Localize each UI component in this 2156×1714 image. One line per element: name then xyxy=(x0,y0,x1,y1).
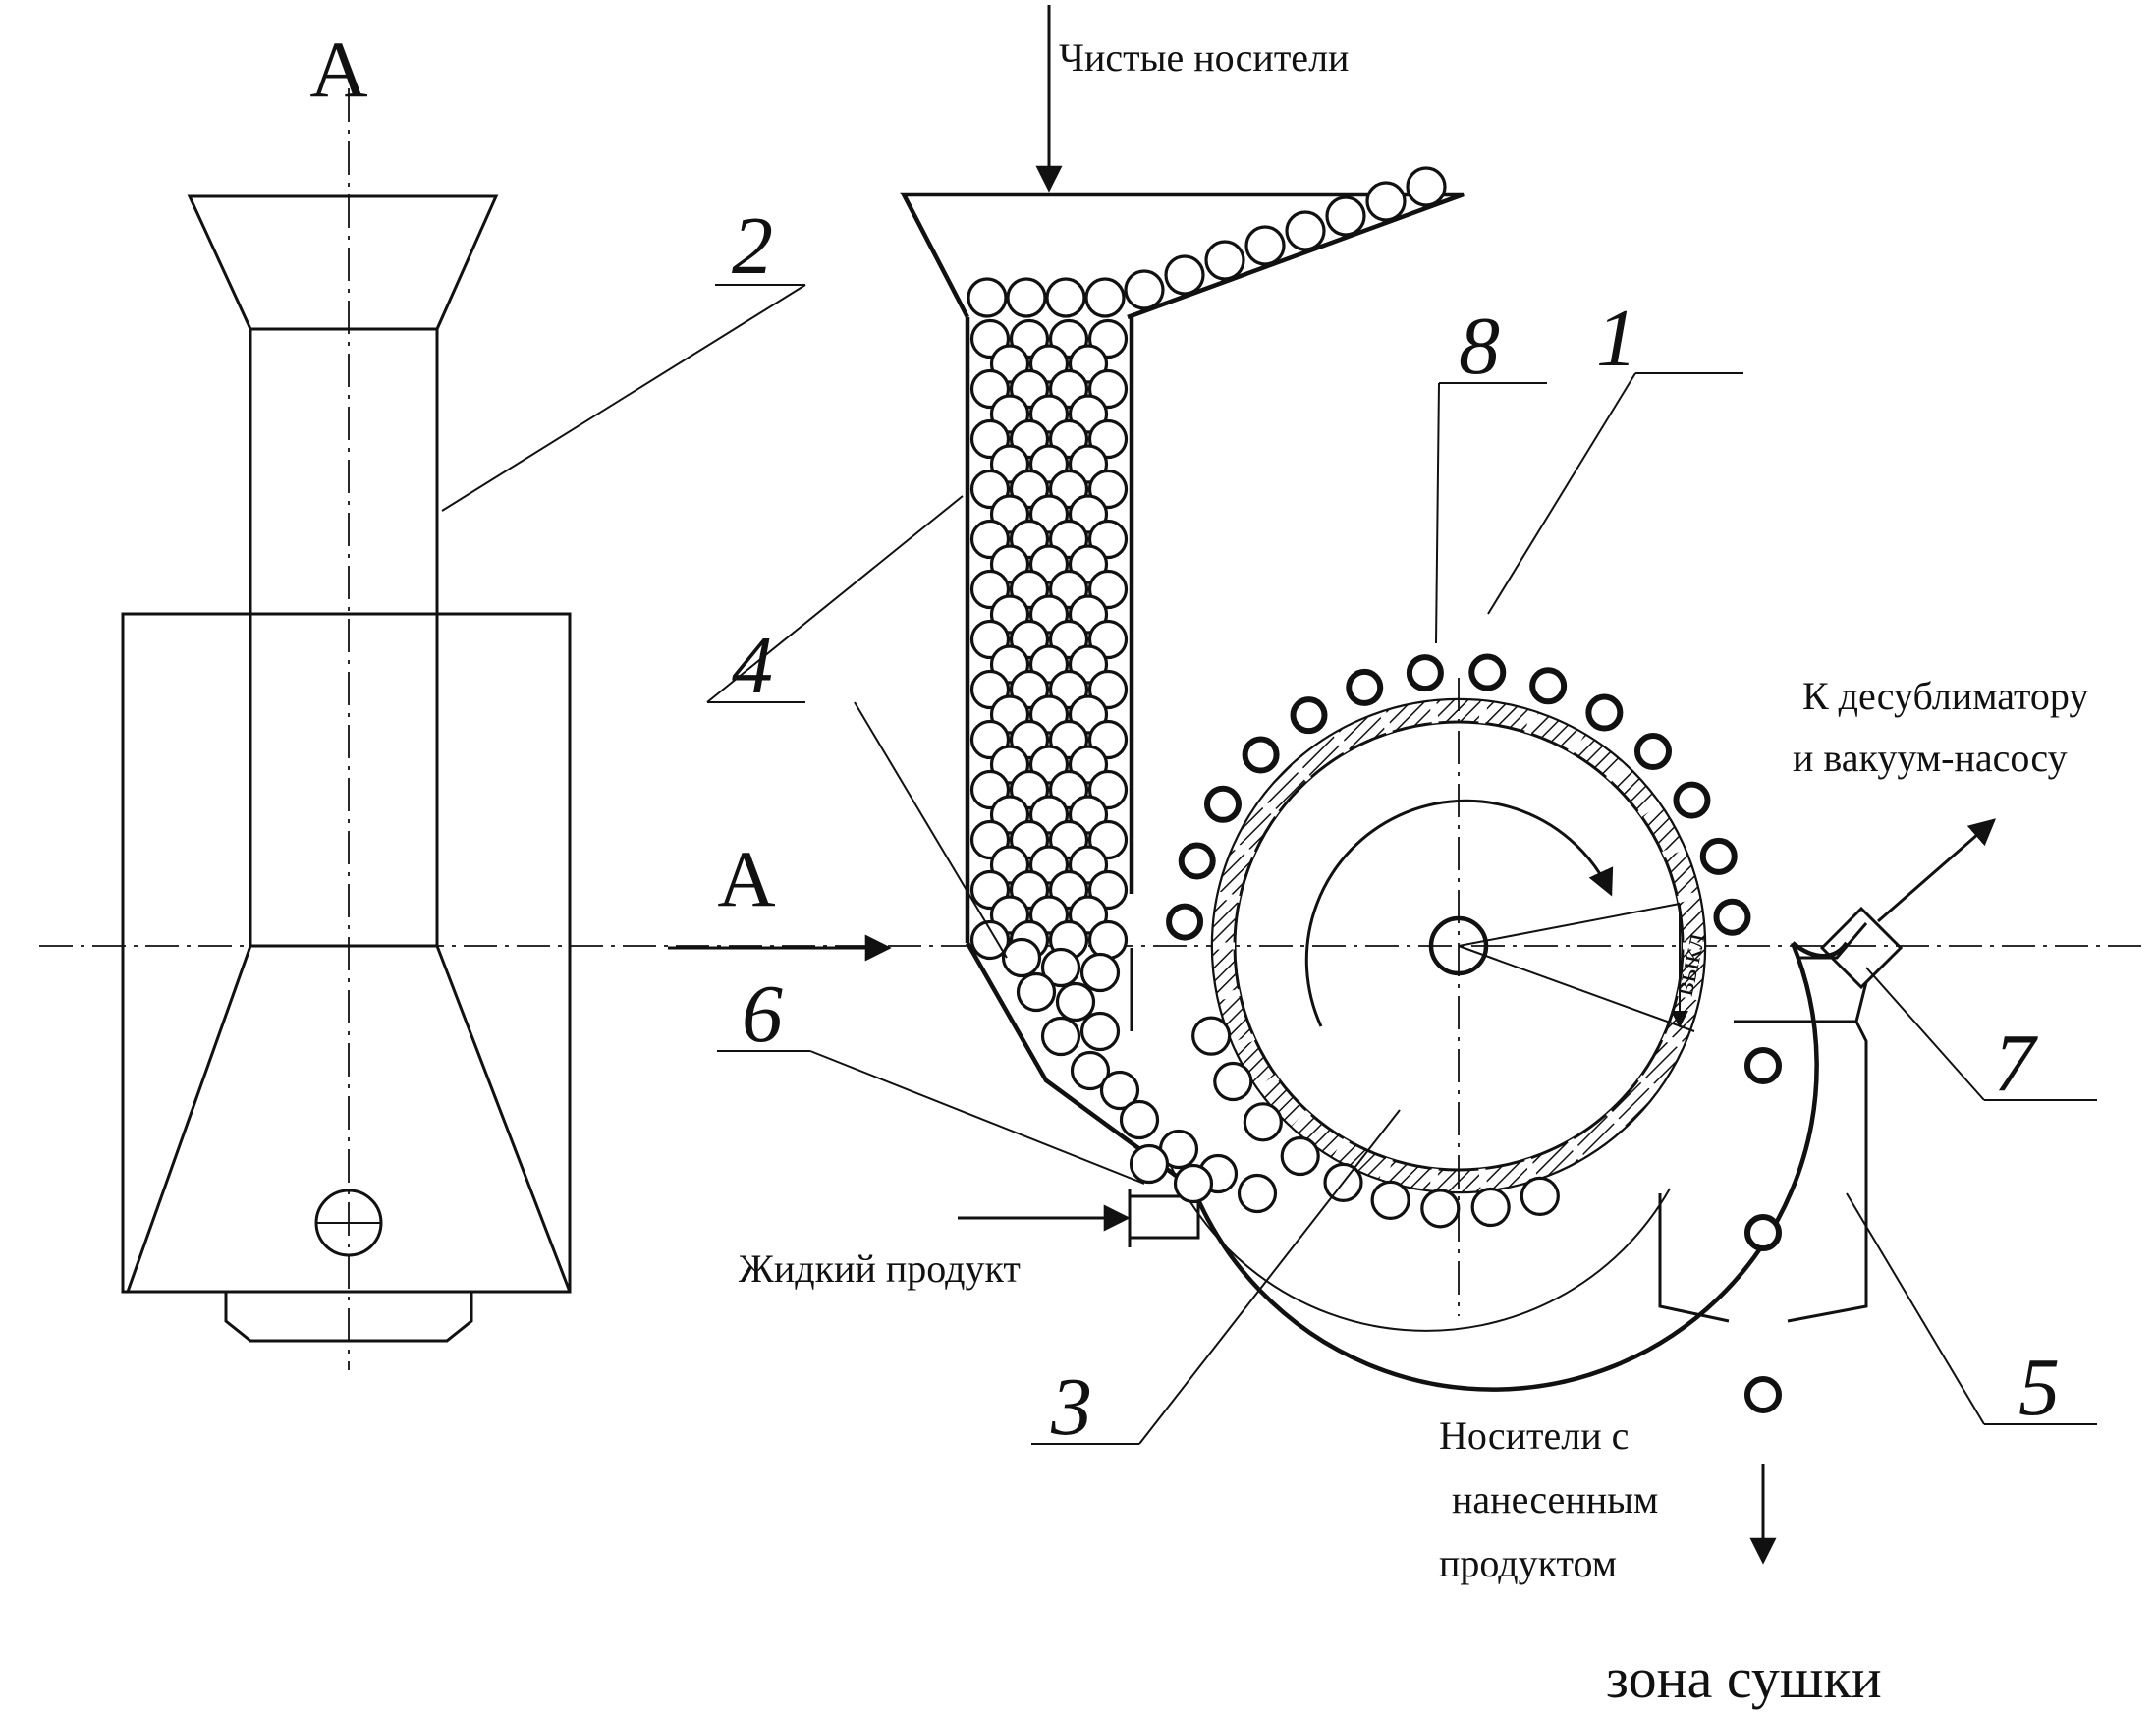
carrier-ball xyxy=(1058,984,1094,1021)
carrier-ball xyxy=(1703,841,1735,872)
ring-perforation xyxy=(1678,895,1699,900)
carrier-ball xyxy=(1086,279,1124,316)
label-to-desublimator-2: и вакуум-насосу xyxy=(1793,736,2068,780)
carrier-ball xyxy=(1169,907,1200,938)
label-to-desublimator-1: К десублиматору xyxy=(1802,674,2088,718)
leader-2 xyxy=(442,285,805,511)
ring-perforation xyxy=(1218,992,1240,997)
label-clean-carriers: Чистые носители xyxy=(1059,35,1349,80)
carrier-balls xyxy=(968,168,1779,1410)
ring-perforation xyxy=(1433,701,1435,723)
carrier-ball xyxy=(1132,1146,1168,1183)
carrier-ball xyxy=(1245,739,1277,770)
carrier-ball xyxy=(1747,1050,1779,1081)
sector-line-lower xyxy=(1459,946,1694,1031)
label-coated-3: продуктом xyxy=(1439,1541,1617,1585)
carrier-ball xyxy=(1408,168,1445,205)
carrier-ball xyxy=(1282,1138,1318,1175)
carrier-ball xyxy=(1294,699,1325,731)
carrier-ball xyxy=(1367,183,1405,220)
carrier-ball xyxy=(1008,279,1045,316)
carrier-ball xyxy=(1716,902,1747,933)
feed-channel-side xyxy=(250,329,437,946)
carrier-ball xyxy=(1747,1217,1779,1248)
carrier-ball xyxy=(1206,242,1244,279)
carrier-ball xyxy=(1047,279,1084,316)
label-drying-zone: зона сушки xyxy=(1606,1646,1882,1710)
label-off: выкл xyxy=(1667,930,1712,998)
carrier-ball xyxy=(1240,1176,1276,1212)
carrier-ball xyxy=(1244,1104,1281,1140)
vacuum-nozzle xyxy=(1822,909,1901,987)
part-number-2: 2 xyxy=(732,200,773,292)
sector-line-upper xyxy=(1459,904,1680,946)
carrier-ball xyxy=(1090,922,1127,959)
carrier-ball xyxy=(968,279,1006,316)
carrier-ball xyxy=(1637,736,1669,767)
carrier-ball xyxy=(1471,657,1503,689)
carrier-ball xyxy=(1410,657,1441,689)
leader-5 xyxy=(1847,1193,1984,1424)
carrier-ball xyxy=(1082,1014,1119,1050)
carrier-ball xyxy=(1215,1064,1251,1100)
part-number-1: 1 xyxy=(1596,293,1637,384)
section-label-arrow: A xyxy=(717,834,775,923)
discharge-chute-left xyxy=(1660,1193,1729,1321)
hopper-funnel-side xyxy=(190,196,496,329)
carrier-ball xyxy=(1019,974,1055,1011)
carrier-ball xyxy=(1521,1178,1558,1214)
carrier-ball xyxy=(1327,197,1364,235)
ring-perforation xyxy=(1482,1169,1484,1190)
carrier-ball xyxy=(1349,672,1380,703)
ring-perforation xyxy=(1482,701,1484,723)
carrier-ball xyxy=(1246,227,1284,264)
carrier-ball xyxy=(1182,845,1213,876)
leader-1 xyxy=(1488,373,1635,614)
carrier-ball xyxy=(1207,789,1239,820)
part-number-6: 6 xyxy=(742,968,783,1060)
carrier-ball xyxy=(1004,940,1040,976)
part-number-7: 7 xyxy=(1994,1018,2038,1109)
carrier-ball xyxy=(1472,1189,1509,1226)
part-number-5: 5 xyxy=(2018,1342,2060,1433)
leader-7 xyxy=(1866,968,1984,1100)
part-number-4: 4 xyxy=(732,620,773,711)
main-view xyxy=(668,5,2097,1562)
label-coated-2: нанесенным xyxy=(1452,1477,1658,1521)
carrier-ball xyxy=(1747,1379,1779,1410)
ring-perforation xyxy=(1218,895,1240,900)
carrier-ball xyxy=(1082,955,1119,991)
carrier-ball xyxy=(1372,1182,1409,1218)
carrier-ball xyxy=(1422,1190,1459,1227)
part-number-8: 8 xyxy=(1459,301,1500,392)
carrier-ball xyxy=(1166,256,1203,294)
label-liquid-product: Жидкий продукт xyxy=(739,1246,1021,1291)
part-number-3: 3 xyxy=(1050,1361,1092,1453)
taper-left xyxy=(128,946,250,1292)
carrier-ball xyxy=(1176,1166,1212,1202)
vacuum-arrow xyxy=(1878,820,1994,921)
taper-right xyxy=(437,946,570,1292)
carrier-ball xyxy=(1193,1018,1230,1054)
carrier-ball xyxy=(1287,212,1324,249)
label-coated-1: Носители с xyxy=(1439,1413,1629,1458)
carrier-ball xyxy=(1126,271,1163,308)
carrier-ball xyxy=(1588,697,1620,729)
section-label-top: A xyxy=(309,25,367,114)
ring-perforation xyxy=(1433,1169,1435,1190)
carrier-ball xyxy=(1122,1102,1158,1138)
carrier-ball xyxy=(1043,1019,1079,1055)
carrier-ball xyxy=(1532,670,1564,701)
leader-8 xyxy=(1436,383,1439,643)
carrier-ball xyxy=(1676,785,1707,816)
